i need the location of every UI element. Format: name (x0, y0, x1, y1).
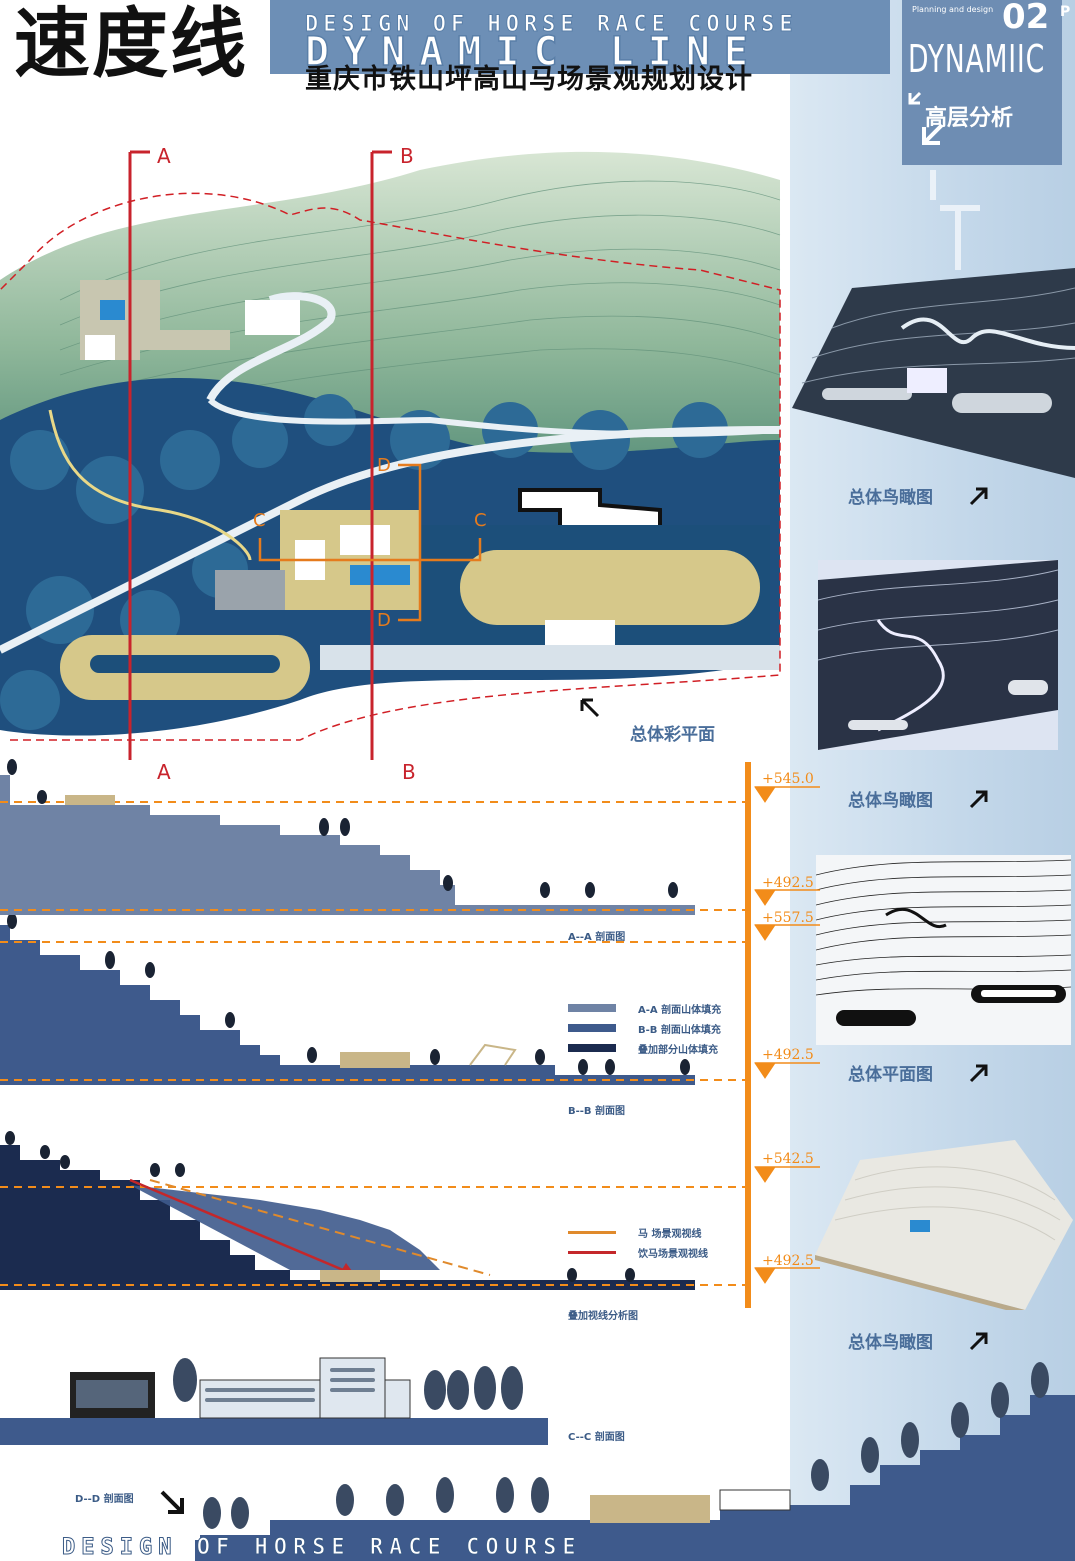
legend-line-swatch (568, 1230, 616, 1234)
arrow-ne-icon (969, 1332, 988, 1351)
elevation-3: +557.5 (762, 910, 814, 926)
aerial-3-label: 总体鸟瞰图 (848, 1333, 933, 1353)
cut-label-b-top: B (400, 144, 414, 168)
legend-swatch (568, 1024, 616, 1032)
cut-label-a-bottom: A (157, 760, 171, 784)
contour-plan (816, 855, 1071, 1045)
cut-label-b-bottom: B (402, 760, 416, 784)
plan-view-label: 总体平面图 (848, 1065, 933, 1085)
legend-swatch (568, 1044, 616, 1052)
elevation-6: +492.5 (762, 1253, 814, 1269)
title-en-top: DESIGN OF HORSE RACE COURSE (305, 12, 798, 37)
elevation-4: +492.5 (762, 1047, 814, 1063)
arrow-nw-icon (580, 698, 600, 718)
section-overlay-caption: 叠加视线分析图 (568, 1311, 638, 1322)
header-band (270, 0, 890, 74)
aerial-view-2 (818, 560, 1058, 750)
elevation-2: +492.5 (762, 875, 814, 891)
legend-line-swatch (568, 1250, 616, 1254)
tag-page-number: 02 (1002, 0, 1050, 37)
aerial-2-label: 总体鸟瞰图 (848, 791, 933, 811)
section-bb-caption: B--B 剖面图 (568, 1106, 626, 1117)
legend-fill-label: B-B 剖面山体填充 (638, 1024, 721, 1036)
model-aerial (815, 1140, 1073, 1310)
aerial-view-1 (792, 268, 1075, 478)
arrow-ne-icon (969, 487, 988, 506)
legend-line-row: 马 场景观视线 (568, 1222, 708, 1242)
section-cc (0, 1357, 548, 1445)
legend-line-label: 饮马场景观视线 (638, 1248, 708, 1260)
tag-arrows-icon (908, 91, 944, 145)
section-bb (0, 915, 745, 1085)
legend-fill-label: A-A 剖面山体填充 (638, 1004, 722, 1016)
tag-planning: Planning and design (912, 5, 994, 14)
legend-swatch (568, 1004, 616, 1012)
elevation-1: +545.0 (762, 771, 814, 787)
cut-label-c-left: C (253, 510, 266, 531)
tag-page-sup: P (1060, 4, 1071, 20)
section-dd-caption: D--D 剖面图 (75, 1494, 134, 1505)
arrow-ne-icon (969, 1064, 988, 1083)
cut-label-d-top: D (377, 455, 391, 476)
tag-pixel-decor (930, 170, 980, 270)
aerial-1-label: 总体鸟瞰图 (848, 488, 933, 508)
legend-lines: 马 场景观视线 饮马场景观视线 (568, 1222, 708, 1262)
elevation-bar (745, 762, 751, 1308)
section-cc-caption: C--C 剖面图 (568, 1432, 625, 1443)
footer-band (195, 1540, 625, 1561)
legend-fill: A-A 剖面山体填充 B-B 剖面山体填充 叠加部分山体填充 (568, 998, 721, 1058)
elevation-5: +542.5 (762, 1151, 814, 1167)
cut-label-a-top: A (157, 144, 171, 168)
title-subtitle: 重庆市铁山坪高山马场景观规划设计 (305, 64, 753, 95)
legend-fill-row: 叠加部分山体填充 (568, 1038, 721, 1058)
tag-dynamic: DYNAMIIC (908, 37, 1045, 81)
elevation-markers (754, 786, 820, 1284)
title-en-big: DYNAMIC LINE (304, 29, 762, 75)
section-dd (200, 1362, 1075, 1561)
arrow-se-icon (160, 1490, 184, 1514)
legend-fill-row: A-A 剖面山体填充 (568, 998, 721, 1018)
section-aa-caption: A--A 剖面图 (568, 932, 626, 943)
arrow-ne-icon (969, 790, 988, 809)
section-overlay (0, 1131, 745, 1290)
section-aa (0, 759, 745, 915)
cut-label-d-bottom: D (377, 610, 391, 631)
legend-fill-label: 叠加部分山体填充 (638, 1044, 718, 1056)
legend-line-row: 饮马场景观视线 (568, 1242, 708, 1262)
plan-caption: 总体彩平面 (630, 725, 715, 745)
title-cn: 速度线 (14, 0, 248, 88)
site-plan (0, 150, 781, 760)
cut-label-c-right: C (474, 510, 487, 531)
legend-line-label: 马 场景观视线 (638, 1228, 702, 1240)
footer-title: DESIGN OF HORSE RACE COURSE (62, 1535, 582, 1560)
legend-fill-row: B-B 剖面山体填充 (568, 1018, 721, 1038)
